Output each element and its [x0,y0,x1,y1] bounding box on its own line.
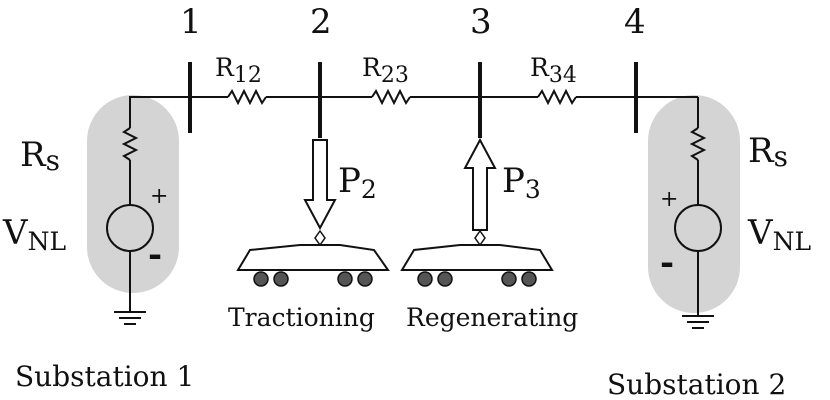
mode-label-tractioning: Tractioning [228,303,375,332]
substation-2-label: Substation 2 [607,368,786,400]
train-body-2 [400,244,554,271]
power-label-p3: P3 [502,161,541,204]
substation-1-vnl-label: VNL [2,213,66,256]
substation-1-rs-label: Rs [20,135,60,177]
bus-label-1: 1 [180,2,202,42]
resistor-label-r23: R23 [362,53,409,88]
wheel [501,271,517,287]
substation-2-plus: + [660,187,678,212]
substation-2-minus: - [660,243,674,283]
substation-1-minus: - [148,235,162,275]
ground-symbol-2 [682,315,714,329]
line-segments [130,88,698,106]
wheel [437,271,453,287]
mode-label-regenerating: Regenerating [406,303,578,332]
power-arrow-up-p3 [463,137,497,231]
substation-2-vnl-label: VNL [747,213,811,256]
wheel [253,271,269,287]
train-regenerating [400,229,554,287]
substation-1-plus: + [150,184,168,209]
substation-1-label: Substation 1 [15,360,194,393]
wheel [357,271,373,287]
wheel [337,271,353,287]
bus-label-3: 3 [470,2,492,42]
pantograph-2 [474,229,486,247]
resistor-label-r34: R34 [530,53,577,88]
ground-symbol-1 [114,311,146,325]
train-tractioning [236,229,390,287]
wheel [273,271,289,287]
pantograph-1 [314,229,326,247]
wheel [417,271,433,287]
bus-label-2: 2 [310,2,332,42]
bus-label-4: 4 [624,2,646,42]
wheel [521,271,537,287]
power-arrow-down-p2 [303,139,337,231]
power-label-p2: P2 [338,161,377,204]
substation-2-rs-label: Rs [748,131,788,173]
substation-2-circuit [674,97,722,329]
substation-2-background [648,95,740,313]
resistor-label-r12: R12 [215,53,262,88]
train-body-1 [236,244,390,271]
substation-1-background [87,95,179,293]
substation-1-circuit [106,97,154,325]
